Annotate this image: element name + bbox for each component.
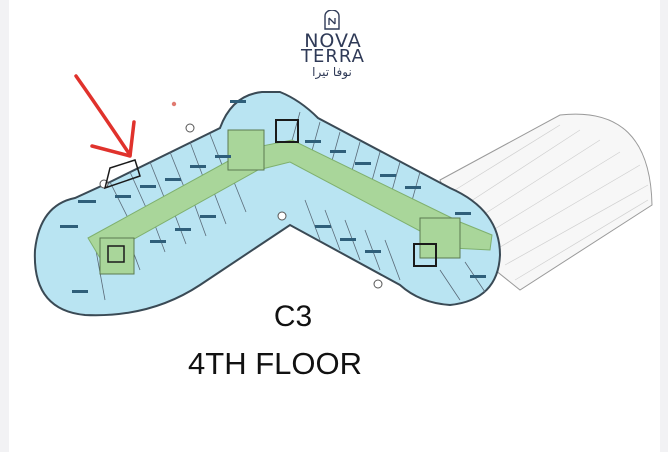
right-border xyxy=(660,0,668,452)
unit-label-marks xyxy=(60,100,486,293)
left-border xyxy=(0,0,9,452)
red-arrow-icon xyxy=(74,74,136,158)
stair-core xyxy=(99,119,461,275)
floor-label: 4TH FLOOR xyxy=(188,346,362,381)
brand-name-line2: TERRA xyxy=(301,46,365,67)
balcony-outline xyxy=(103,159,141,190)
building-outline xyxy=(33,91,502,317)
building-label: C3 xyxy=(273,300,313,333)
brand-name-line1: NOVA xyxy=(304,30,362,52)
arch-monogram-icon xyxy=(324,10,340,30)
brand-name-arabic: نوفا تيرا xyxy=(312,65,352,79)
red-dot-marker xyxy=(171,101,177,107)
